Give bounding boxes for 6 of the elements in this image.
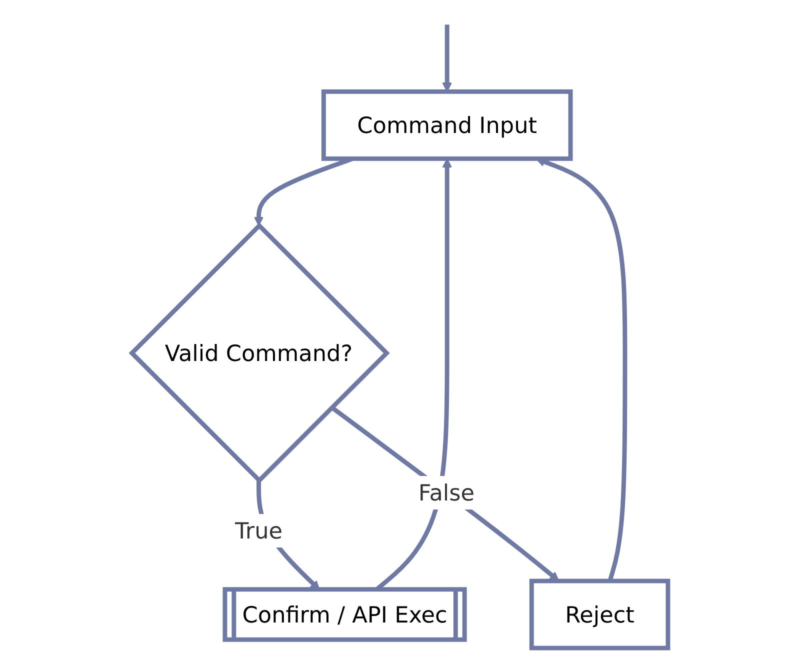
node-diamond: Valid Command? [128, 222, 390, 484]
node-box: Reject [528, 578, 670, 650]
edge-label: False [418, 479, 474, 506]
arrow [330, 406, 559, 582]
node-box: Command Input [320, 89, 572, 161]
edge-label: True [234, 517, 282, 544]
